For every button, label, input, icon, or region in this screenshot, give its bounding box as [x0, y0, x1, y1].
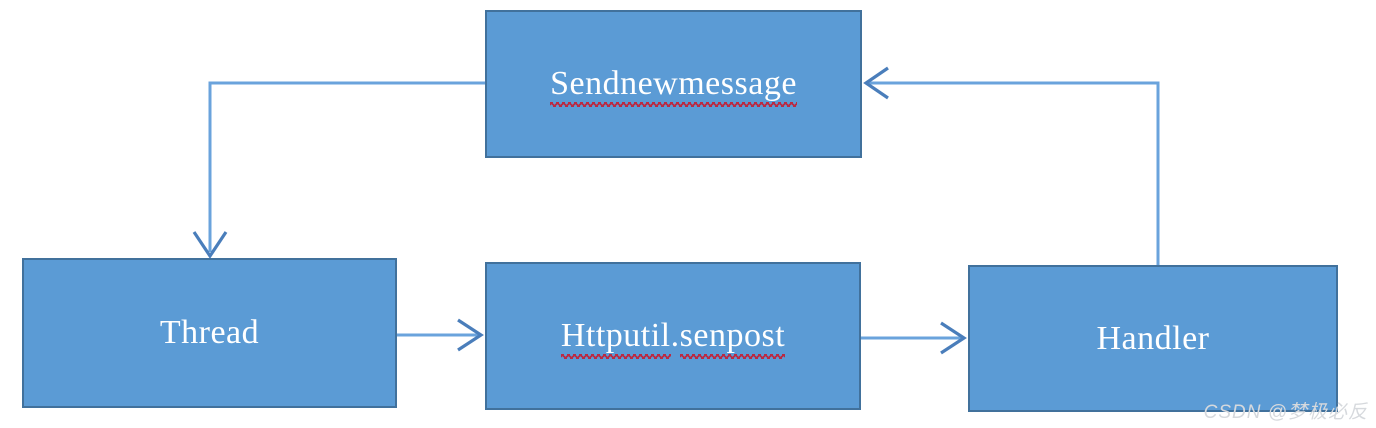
- arrowhead-down-thread: [192, 231, 228, 259]
- node-httputil-dot: .: [670, 317, 680, 355]
- edge-handler-to-send-line: [869, 81, 1160, 265]
- csdn-watermark: CSDN @梦极必反: [1203, 402, 1368, 423]
- node-sendnewmessage-text: Sendnewmessage: [550, 65, 797, 107]
- node-handler[interactable]: Handler: [968, 265, 1338, 412]
- node-httputil-senpost[interactable]: Httputil.senpost: [485, 262, 861, 410]
- node-handler-text: Handler: [1096, 319, 1210, 357]
- node-senpost-text: senpost: [679, 317, 786, 359]
- edge-send-to-thread-line: [208, 81, 485, 252]
- node-thread-label: Thread: [160, 315, 259, 351]
- node-handler-label: Handler: [1096, 319, 1210, 357]
- node-sendnewmessage-label: Sendnewmessage: [550, 65, 797, 107]
- node-httputil-senpost-label: Httputil.senpost: [560, 317, 786, 359]
- node-sendnewmessage[interactable]: Sendnewmessage: [485, 10, 862, 158]
- arrowhead-right-http: [457, 318, 484, 352]
- arrowhead-left-send: [863, 66, 889, 100]
- node-thread[interactable]: Thread: [22, 258, 397, 408]
- arrowhead-right-handler: [940, 321, 967, 355]
- node-thread-text: Thread: [159, 314, 260, 352]
- node-httputil-text: Httputil: [560, 317, 671, 359]
